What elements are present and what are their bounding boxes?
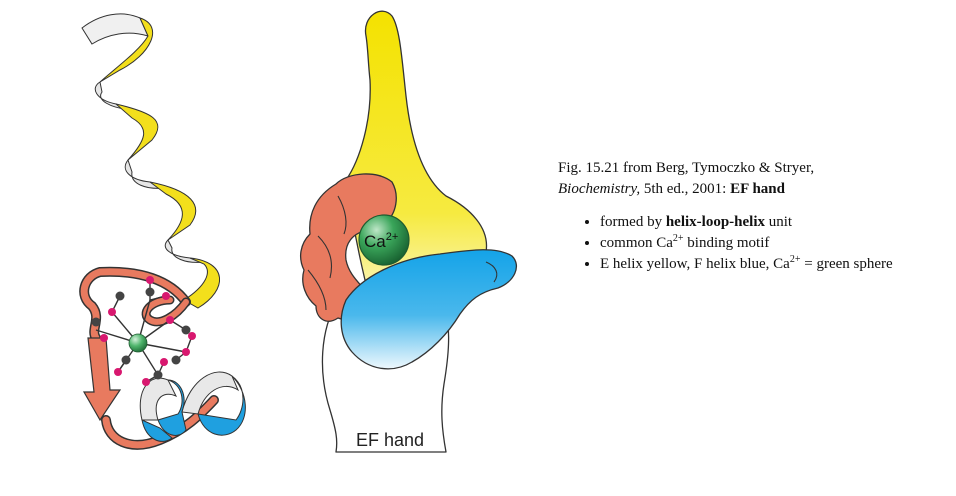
ribbon-structure <box>79 13 246 450</box>
f-helix-ribbon <box>139 371 246 442</box>
bullet-colors: E helix yellow, F helix blue, Ca2+ = gre… <box>600 254 948 275</box>
caption-book-title: Biochemistry, <box>558 181 641 197</box>
calcium-sphere-small <box>128 333 148 353</box>
caption-topic: EF hand <box>730 181 785 197</box>
bullet-structure: formed by helix-loop-helix unit <box>600 212 948 233</box>
carbon-atoms <box>91 287 191 380</box>
e-helix-ribbon <box>81 13 221 309</box>
hand-label: EF hand <box>356 430 424 450</box>
hand-illustration <box>299 10 517 453</box>
caption-edition: 5th ed., 2001: <box>640 181 731 197</box>
figure-caption: Fig. 15.21 from Berg, Tymoczko & Stryer,… <box>558 158 948 275</box>
beta-strand-arrow <box>82 337 122 422</box>
oxygen-atoms <box>100 276 196 386</box>
thumb-blue <box>340 249 517 370</box>
calcium-label: Ca2+ <box>364 231 398 251</box>
calcium-sphere <box>358 214 410 266</box>
caption-heading: Fig. 15.21 from Berg, Tymoczko & Stryer,… <box>558 158 948 200</box>
caption-line1: Fig. 15.21 from Berg, Tymoczko & Stryer, <box>558 160 815 176</box>
caption-bullets: formed by helix-loop-helix unit common C… <box>558 212 948 275</box>
bullet-motif: common Ca2+ binding motif <box>600 233 948 254</box>
